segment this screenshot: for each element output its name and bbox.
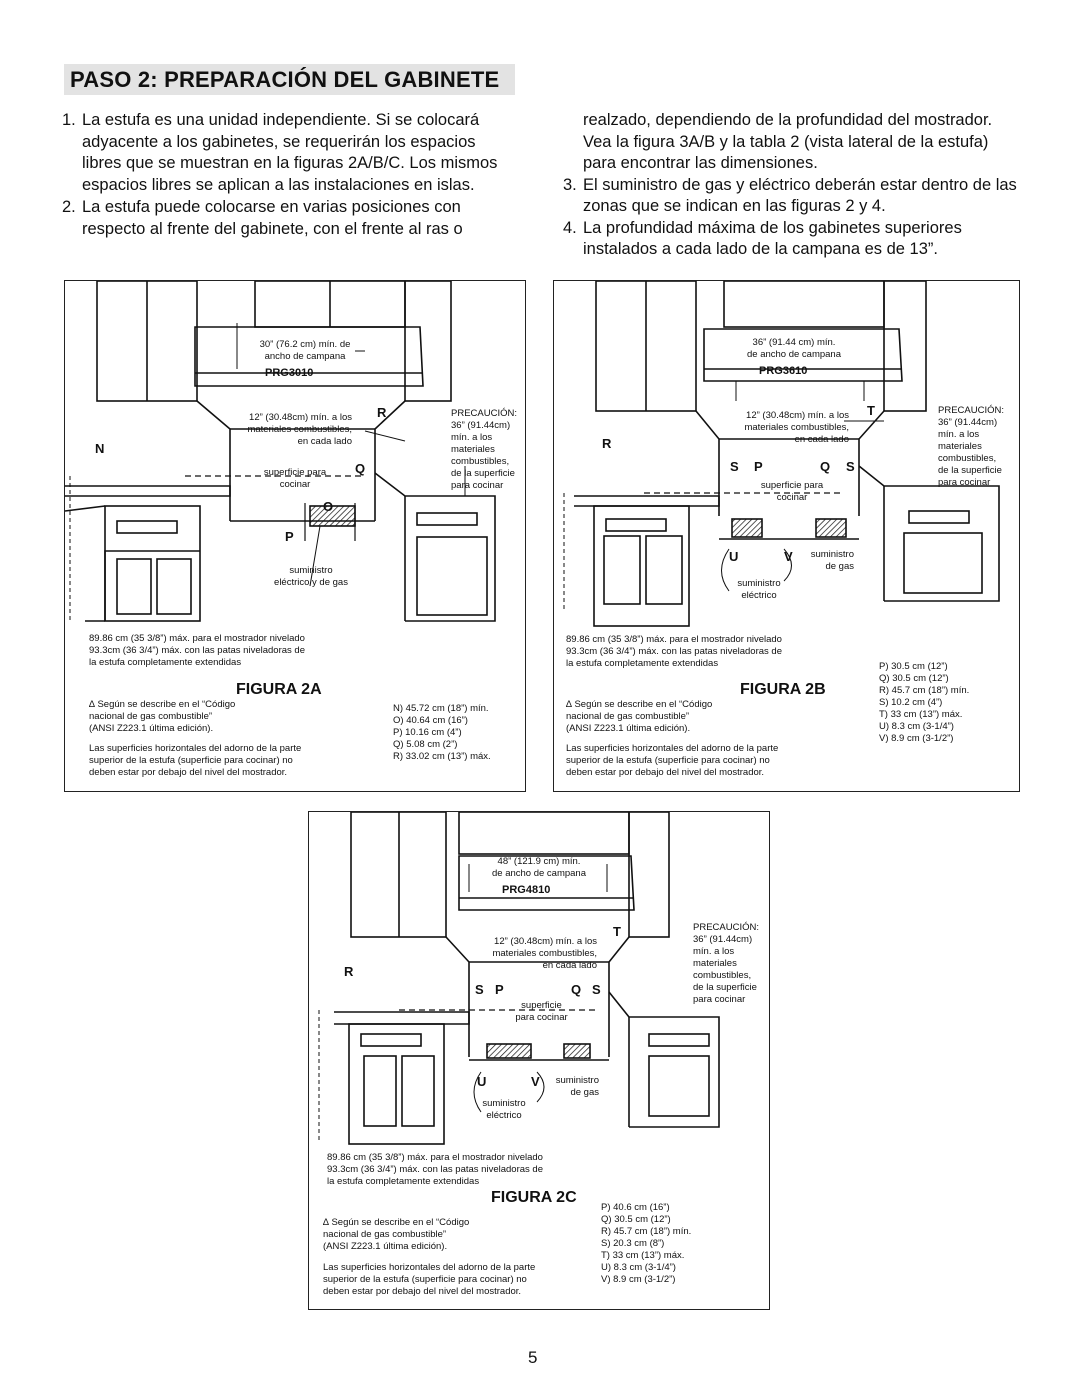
instruction-item: 4. La profundidad máxima de los gabinete…: [563, 218, 1019, 261]
letter-p: P: [754, 459, 763, 474]
figure-2c: 48” (121.9 cm) mín.de ancho de campana P…: [308, 811, 770, 1310]
letter-p: P: [285, 529, 294, 544]
letter-u: U: [477, 1074, 487, 1089]
letter-r: R: [377, 405, 387, 420]
surfaces-note: Las superficies horizontales del adorno …: [323, 1262, 536, 1297]
surfaces-note: Las superficies horizontales del adorno …: [89, 743, 302, 778]
letter-q: Q: [820, 459, 831, 474]
letter-s-right: S: [592, 982, 601, 997]
figure-label: FIGURA 2B: [740, 681, 826, 698]
counter-height-text: 89.86 cm (35 3/8”) máx. para el mostrado…: [89, 633, 305, 668]
letter-q: Q: [355, 461, 366, 476]
letter-v: V: [531, 1074, 540, 1089]
model-label: PRG3610: [759, 365, 808, 377]
figure-2b-drawing: [563, 281, 1000, 627]
page-number: 5: [528, 1348, 538, 1367]
section-title-bar: PASO 2: PREPARACIÓN DEL GABINETE: [64, 64, 515, 95]
item-number: 1.: [62, 111, 76, 129]
dimension-list: P) 30.5 cm (12”)Q) 30.5 cm (12”)R) 45.7 …: [879, 661, 970, 744]
instruction-item: 3. El suministro de gas y eléctrico debe…: [563, 175, 1019, 218]
model-label: PRG3010: [265, 367, 314, 379]
item-text-continued: realzado, dependiendo de la profundidad …: [583, 111, 993, 172]
letter-s-left: S: [475, 982, 484, 997]
hood-width-text: 36” (91.44 cm) mín.de ancho de campana: [746, 337, 842, 360]
instructions-right-column: realzado, dependiendo de la profundidad …: [563, 110, 1019, 261]
letter-p: P: [495, 982, 504, 997]
dimension-list: P) 40.6 cm (16”)Q) 30.5 cm (12”)R) 45.7 …: [601, 1202, 692, 1285]
instructions-left-column: 1. La estufa es una unidad independiente…: [62, 110, 514, 240]
letter-s-right: S: [846, 459, 855, 474]
letter-o: O: [323, 499, 334, 514]
item-number: 2.: [62, 198, 76, 216]
section-title: PASO 2: PREPARACIÓN DEL GABINETE: [70, 67, 500, 92]
letter-s-left: S: [730, 459, 739, 474]
item-text: La estufa es una unidad independiente. S…: [82, 111, 498, 194]
letter-u: U: [729, 549, 739, 564]
dimension-list: N) 45.72 cm (18”) mín.O) 40.64 cm (16”)P…: [393, 703, 491, 762]
letter-r: R: [602, 436, 612, 451]
model-label: PRG4810: [502, 884, 551, 896]
item-text: La profundidad máxima de los gabinetes s…: [583, 218, 962, 259]
instruction-item: 2. La estufa puede colocarse en varias p…: [62, 197, 514, 240]
counter-height-text: 89.86 cm (35 3/8”) máx. para el mostrado…: [327, 1152, 543, 1187]
figure-label: FIGURA 2C: [491, 1189, 577, 1206]
letter-r: R: [344, 964, 354, 979]
letter-n: N: [95, 441, 105, 456]
item-number: 4.: [563, 218, 577, 237]
item-text: El suministro de gas y eléctrico deberán…: [583, 175, 1017, 216]
letter-v: V: [784, 549, 793, 564]
instruction-item: 1. La estufa es una unidad independiente…: [62, 110, 514, 196]
item-number: 3.: [563, 175, 577, 194]
counter-height-text: 89.86 cm (35 3/8”) máx. para el mostrado…: [566, 634, 782, 669]
surfaces-note: Las superficies horizontales del adorno …: [566, 743, 779, 778]
figure-2a-drawing: [65, 281, 496, 622]
item-text: La estufa puede colocarse en varias posi…: [82, 198, 463, 238]
letter-t: T: [867, 403, 875, 418]
figure-2c-drawing: [318, 812, 720, 1145]
letter-q: Q: [571, 982, 582, 997]
figure-label: FIGURA 2A: [236, 681, 322, 698]
figure-2b: 36” (91.44 cm) mín.de ancho de campana P…: [553, 280, 1020, 792]
hood-width-text: 48” (121.9 cm) mín.de ancho de campana: [491, 856, 587, 879]
letter-t: T: [613, 924, 621, 939]
